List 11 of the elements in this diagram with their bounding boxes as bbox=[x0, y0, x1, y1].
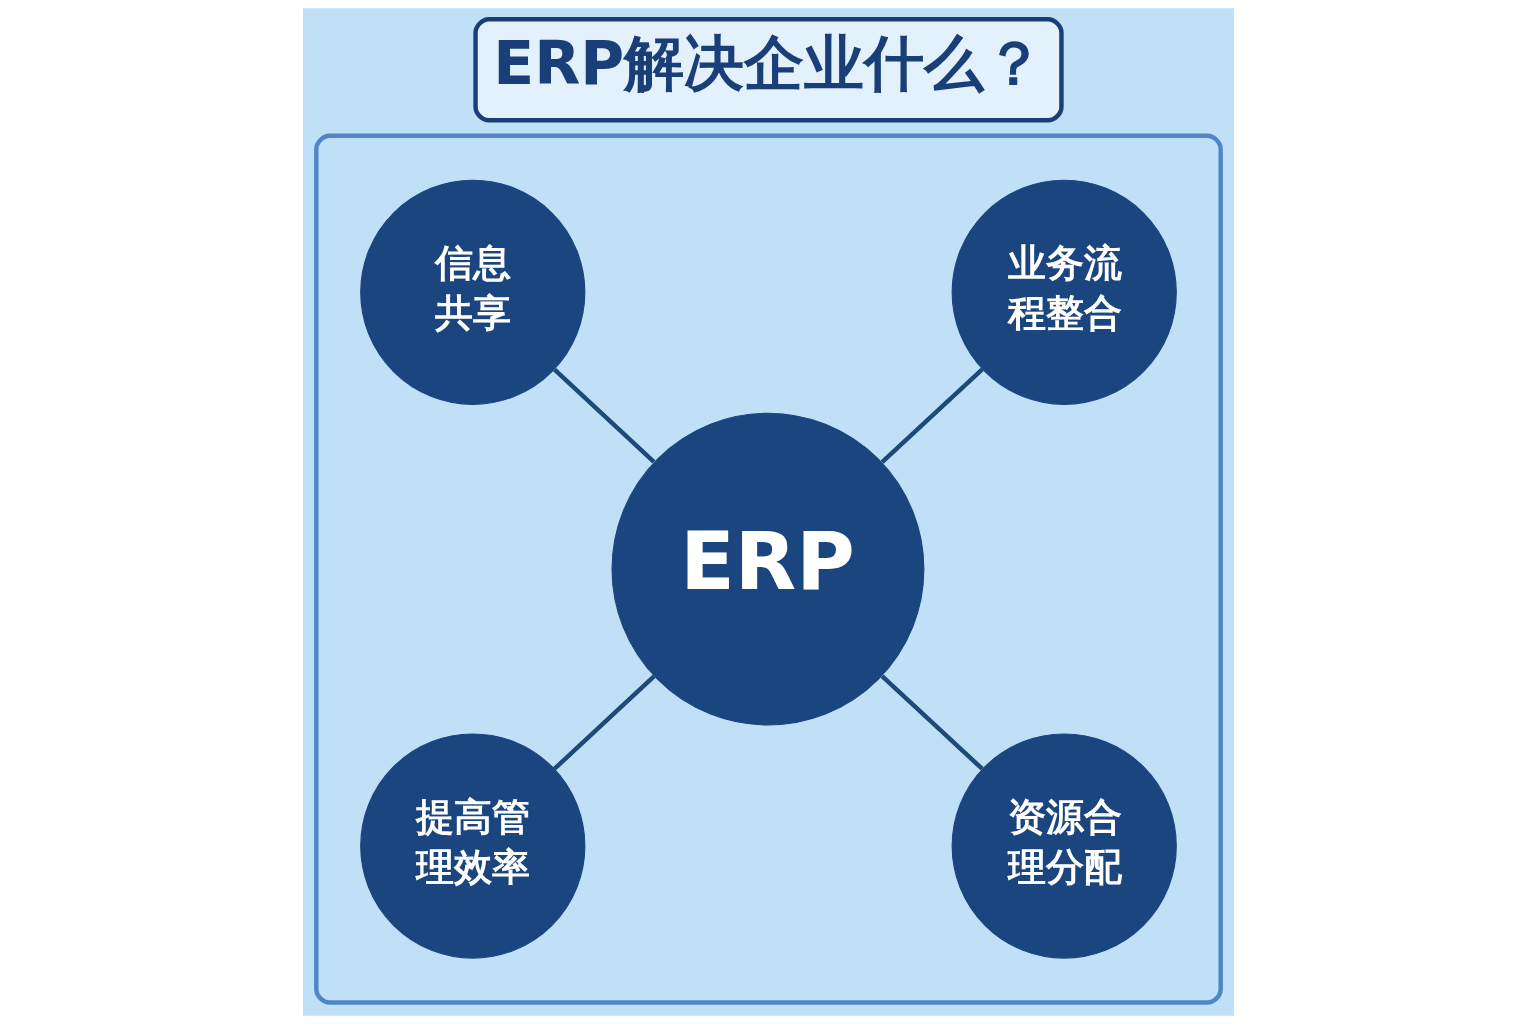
connector bbox=[880, 367, 984, 464]
node-circle: ERP bbox=[611, 412, 924, 726]
cluster bbox=[313, 133, 1223, 1005]
node-circle: 业务流程整合 bbox=[951, 179, 1177, 405]
diagram-title: ERP解决企业什么？ bbox=[492, 28, 1044, 99]
node-circle: 资源合理分配 bbox=[951, 733, 1177, 959]
node-circle: 信息共享 bbox=[359, 179, 585, 405]
connector bbox=[880, 674, 984, 771]
connector bbox=[552, 367, 655, 464]
connector bbox=[552, 674, 656, 771]
node-circle: 提高管理效率 bbox=[359, 733, 585, 959]
